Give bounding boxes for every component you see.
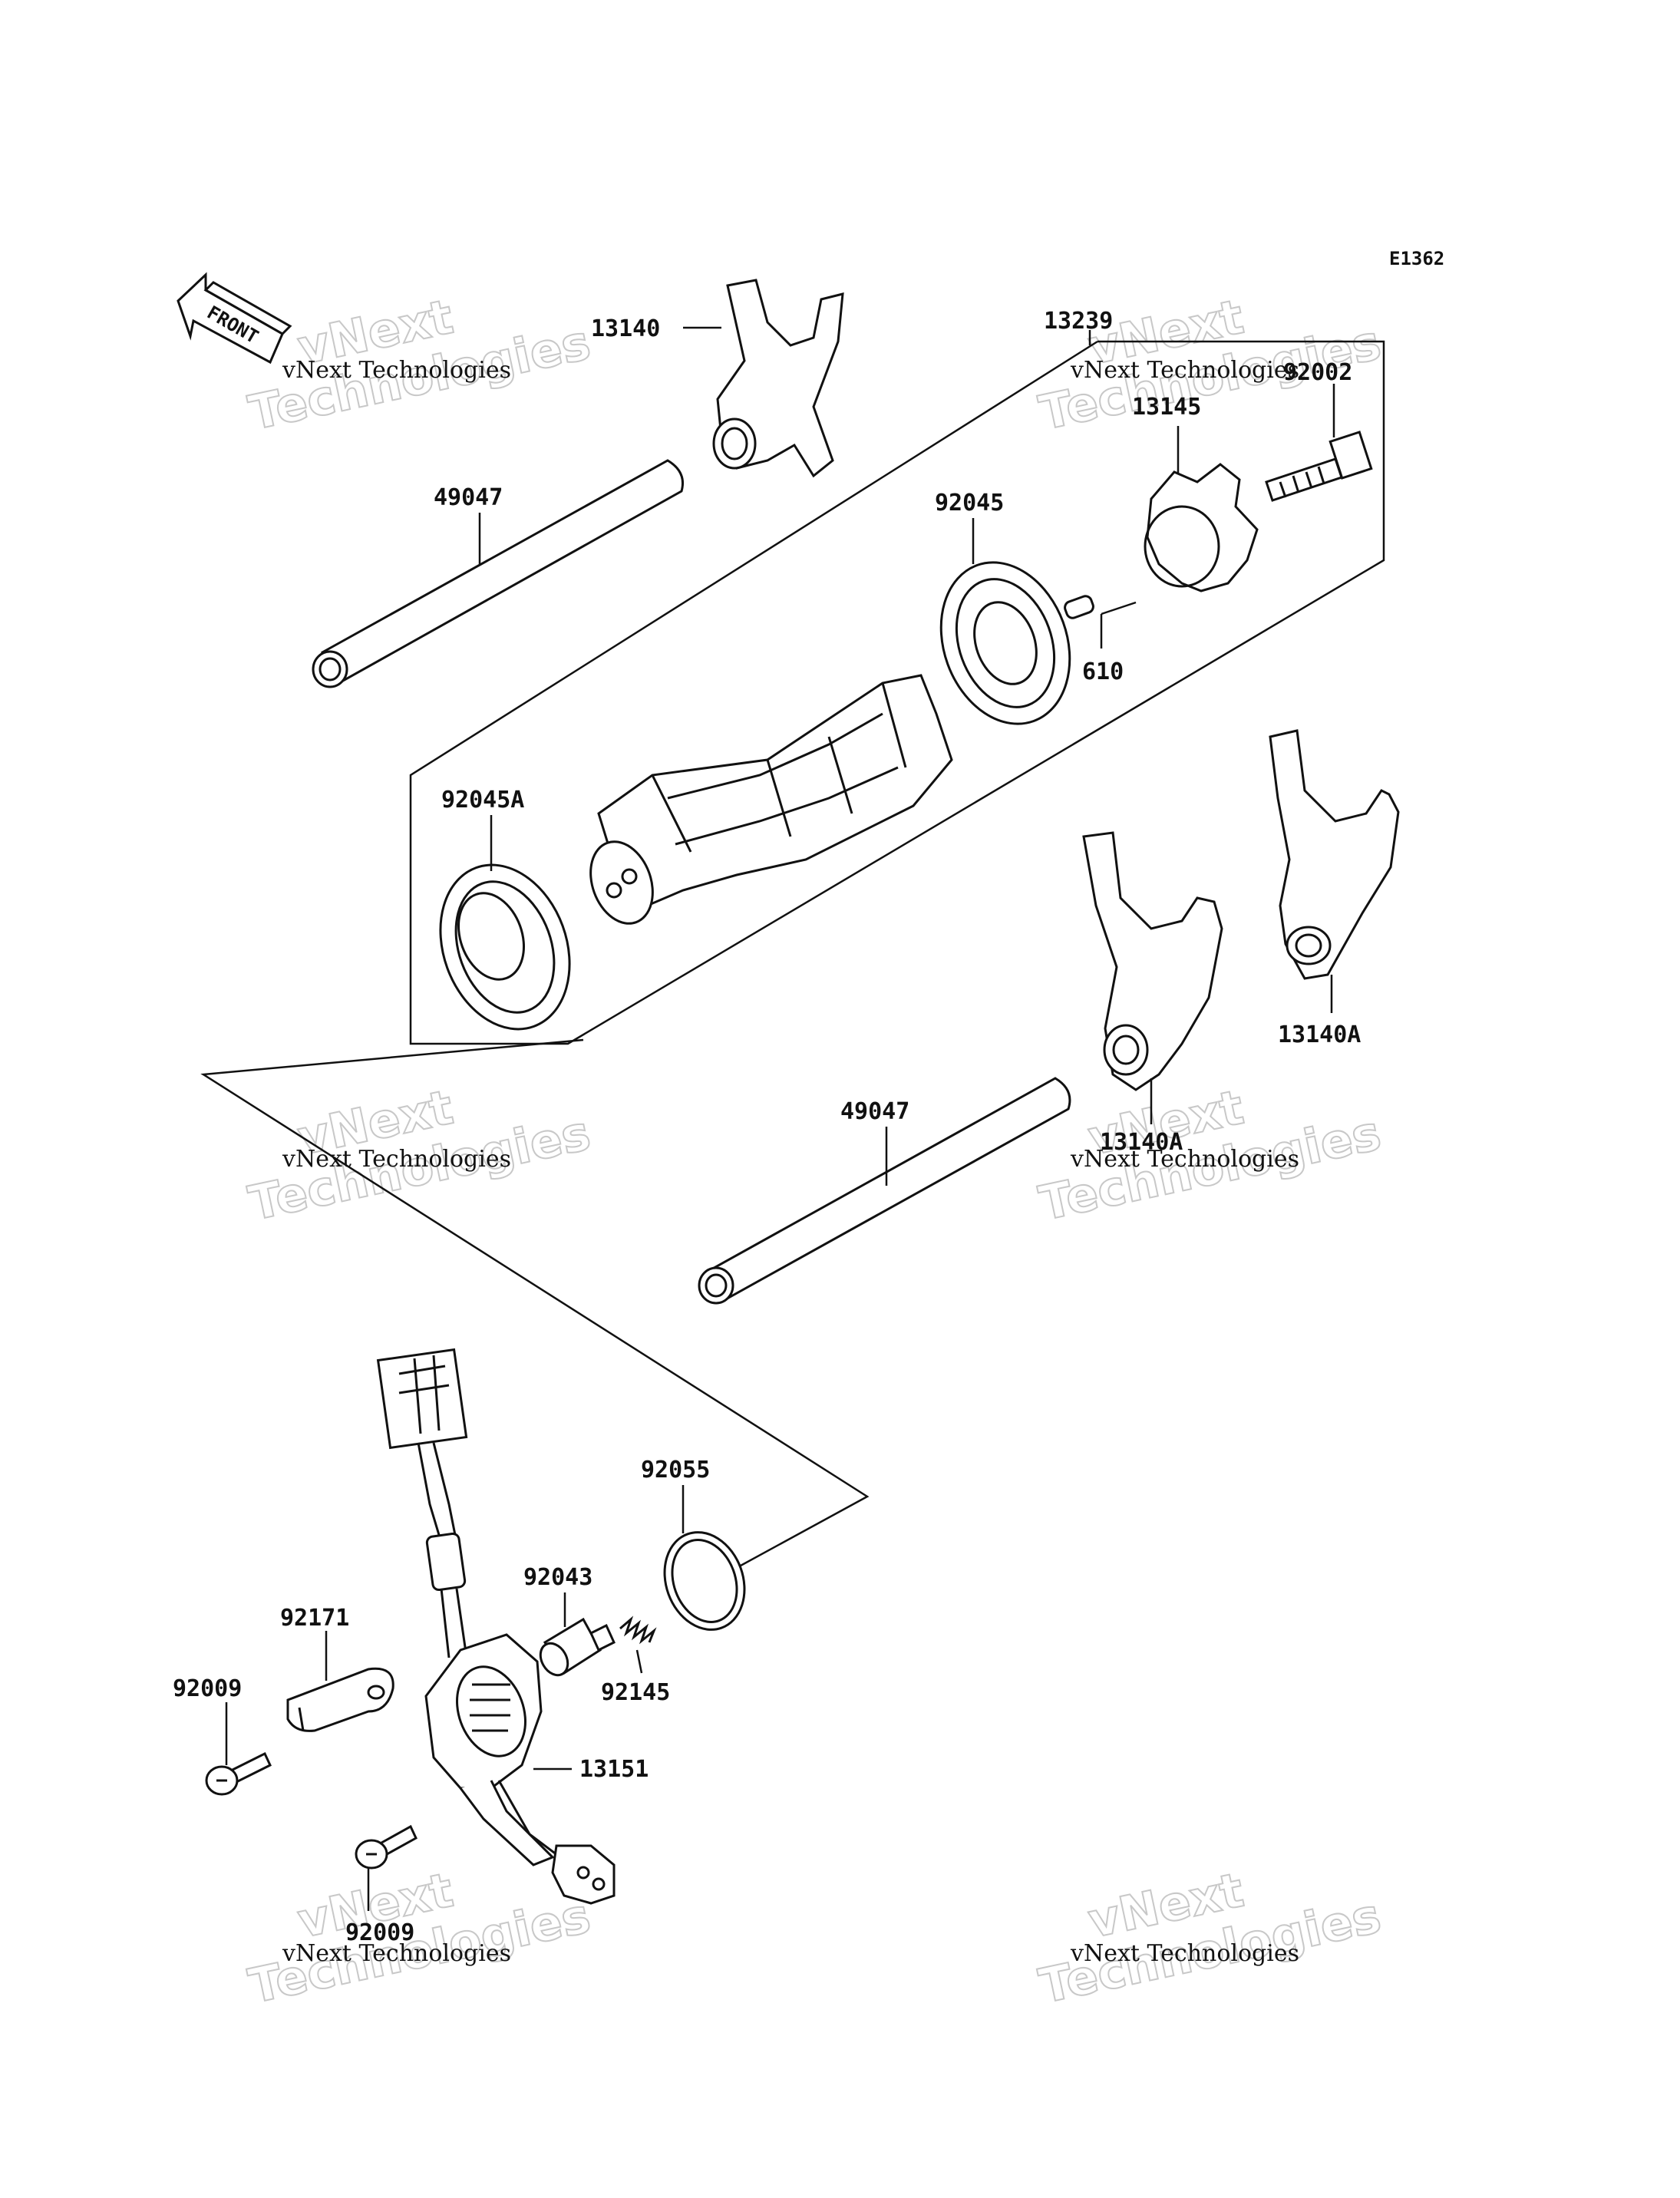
- assembly-frame: [409, 340, 1385, 1045]
- label-13151: 13151: [579, 1756, 649, 1783]
- sensor-frame-line: [200, 1038, 870, 1567]
- o-ring-92055: [663, 1531, 746, 1631]
- watermark: vNext Technologies vNext Technologies: [243, 1078, 596, 1233]
- shift-fork-13140A-right: [1269, 729, 1400, 980]
- label-92009-left: 92009: [173, 1675, 242, 1702]
- label-49047-top: 49047: [434, 484, 503, 511]
- watermark: vNext Technologies vNext Technologies: [1034, 1861, 1386, 2015]
- label-92009-bottom: 92009: [345, 1919, 414, 1946]
- label-13239: 13239: [1044, 308, 1113, 335]
- svg-text:vNext Technologies: vNext Technologies: [1070, 1146, 1299, 1173]
- plunger-92043: [539, 1617, 616, 1677]
- label-92171: 92171: [280, 1605, 349, 1632]
- bearing-92045A: [439, 863, 571, 1031]
- shift-fork-13140: [712, 279, 844, 478]
- label-92055: 92055: [641, 1457, 710, 1483]
- label-13140A-mid: 13140A: [1100, 1129, 1183, 1156]
- label-13145: 13145: [1132, 394, 1201, 421]
- spring-92145: [619, 1615, 657, 1645]
- svg-text:vNext Technologies: vNext Technologies: [1070, 357, 1299, 384]
- svg-text:vNext Technologies: vNext Technologies: [282, 1146, 511, 1173]
- cam-13145: [1144, 463, 1259, 592]
- leader-lines: [225, 326, 1335, 1911]
- clamp-92171: [286, 1667, 394, 1732]
- bolt-92002: [1265, 431, 1373, 502]
- bearing-92045: [939, 561, 1071, 725]
- screw-92009-left: [205, 1751, 272, 1796]
- pin-610: [1064, 595, 1094, 619]
- label-13140A-right: 13140A: [1278, 1021, 1361, 1048]
- watermark: vNext Technologies vNext Technologies: [1034, 288, 1386, 442]
- diagram-code: E1362: [1389, 248, 1444, 269]
- label-92045A: 92045A: [441, 787, 524, 814]
- svg-text:vNext Technologies: vNext Technologies: [1070, 1940, 1299, 1967]
- screw-92009-bottom: [355, 1824, 418, 1870]
- label-92145: 92145: [601, 1679, 670, 1706]
- shift-rod-49047-top: [312, 459, 684, 688]
- label-13140: 13140: [591, 315, 660, 342]
- label-92002: 92002: [1283, 359, 1352, 386]
- shift-rod-49047-bottom: [698, 1077, 1071, 1305]
- shift-drum: [589, 674, 953, 925]
- front-arrow-icon: FRONT: [177, 272, 292, 365]
- watermark: vNext Technologies vNext Technologies: [243, 288, 596, 442]
- sensor-13151: [376, 1348, 616, 1905]
- label-92045: 92045: [935, 490, 1004, 516]
- svg-text:vNext Technologies: vNext Technologies: [282, 1940, 511, 1967]
- label-610: 610: [1082, 658, 1124, 685]
- watermark: vNext Technologies vNext Technologies: [1034, 1078, 1386, 1233]
- svg-text:vNext Technologies: vNext Technologies: [282, 357, 511, 384]
- label-92043: 92043: [523, 1564, 592, 1591]
- label-49047-bottom: 49047: [840, 1098, 909, 1125]
- shift-fork-13140A-mid: [1082, 831, 1223, 1091]
